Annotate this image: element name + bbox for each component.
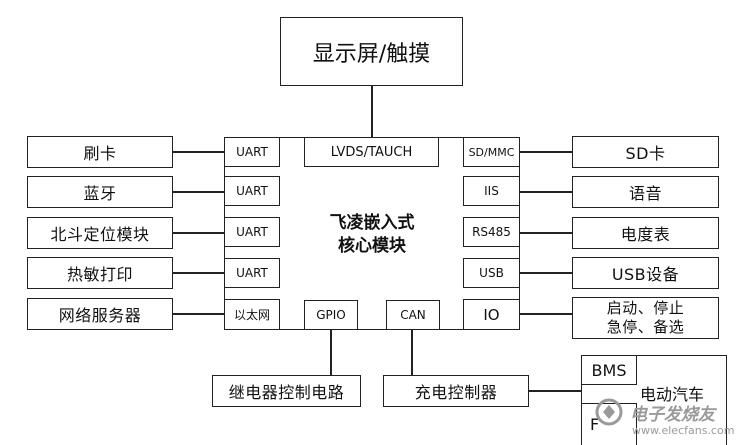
port-label: IO (483, 305, 500, 324)
bms-label: BMS (591, 360, 627, 380)
charger-to-vehicle-line (529, 390, 581, 392)
port-gpio: GPIO (304, 300, 358, 330)
electric-vehicle-label: 电动汽车 (640, 385, 705, 404)
elecfans-logo-icon (595, 398, 623, 426)
display-touch-box: 显示屏/触摸 (280, 17, 463, 86)
core-module-title: 飞凌嵌入式 核心模块 (300, 212, 444, 258)
port-label: CAN (400, 308, 426, 322)
port-label: IIS (484, 184, 499, 198)
vehicle-sub-label: F (590, 415, 600, 434)
device-label: 蓝牙 (83, 184, 117, 203)
connector-line (520, 313, 572, 315)
device-label: 电度表 (620, 225, 671, 244)
device-label: 刷卡 (83, 144, 117, 163)
device-label: USB设备 (611, 265, 680, 284)
connector-line (173, 191, 224, 193)
watermark-site-name: 电子发烧友 (630, 405, 715, 425)
connector-line (520, 272, 572, 274)
connector-line (173, 151, 224, 153)
port-io: IO (463, 299, 520, 330)
device-label: 网络服务器 (58, 306, 142, 325)
device-label: 启动、停止 急停、备选 (606, 299, 685, 336)
bms-box: BMS (581, 355, 637, 385)
device-label: 继电器控制电路 (228, 383, 345, 402)
port-rs485: RS485 (463, 217, 520, 247)
display-touch-label: 显示屏/触摸 (312, 41, 431, 67)
port-uart-4: UART (224, 258, 280, 288)
device-label: 热敏打印 (66, 265, 133, 284)
device-label: 充电控制器 (414, 383, 498, 402)
port-usb: USB (463, 258, 520, 288)
device-io-controls: 启动、停止 急停、备选 (572, 297, 719, 339)
port-sdmmc: SD/MMC (463, 137, 520, 167)
gpio-connector (330, 330, 332, 375)
watermark-url: www.elecfans.com (632, 424, 735, 437)
display-connector (371, 86, 373, 137)
device-label: SD卡 (625, 144, 666, 163)
charge-controller: 充电控制器 (383, 375, 529, 407)
port-uart-3: UART (224, 217, 280, 247)
relay-control-circuit: 继电器控制电路 (212, 375, 361, 407)
core-title-line2: 核心模块 (338, 236, 406, 256)
connector-line (173, 313, 224, 315)
port-label: UART (236, 225, 268, 239)
port-label: 以太网 (233, 308, 270, 322)
port-lvds-label: LVDS/TAUCH (330, 144, 413, 160)
port-label: GPIO (316, 308, 346, 322)
port-label: UART (236, 266, 268, 280)
device-card-reader: 刷卡 (27, 136, 173, 168)
connector-line (520, 191, 572, 193)
port-label: SD/MMC (468, 145, 515, 159)
port-ethernet: 以太网 (224, 299, 280, 330)
device-network-server: 网络服务器 (27, 298, 173, 330)
can-connector (411, 330, 413, 375)
device-thermal-printer: 热敏打印 (27, 257, 173, 289)
device-energy-meter: 电度表 (572, 217, 719, 249)
port-can: CAN (386, 300, 440, 330)
port-lvds: LVDS/TAUCH (304, 137, 439, 167)
device-label: 语音 (628, 184, 662, 203)
core-title-line1: 飞凌嵌入式 (329, 213, 415, 233)
connector-line (520, 151, 572, 153)
connector-line (173, 232, 224, 234)
device-beidou: 北斗定位模块 (27, 217, 173, 249)
port-label: UART (236, 184, 268, 198)
device-voice: 语音 (572, 176, 719, 208)
port-uart-2: UART (224, 176, 280, 206)
port-iis: IIS (463, 176, 520, 206)
device-sd-card: SD卡 (572, 136, 719, 168)
device-label: 北斗定位模块 (50, 225, 150, 244)
port-label: RS485 (472, 225, 511, 239)
device-usb: USB设备 (572, 257, 719, 289)
port-label: USB (479, 266, 504, 280)
device-bluetooth: 蓝牙 (27, 176, 173, 208)
connector-line (173, 272, 224, 274)
port-uart-1: UART (224, 137, 280, 167)
connector-line (520, 232, 572, 234)
port-label: UART (236, 145, 268, 159)
